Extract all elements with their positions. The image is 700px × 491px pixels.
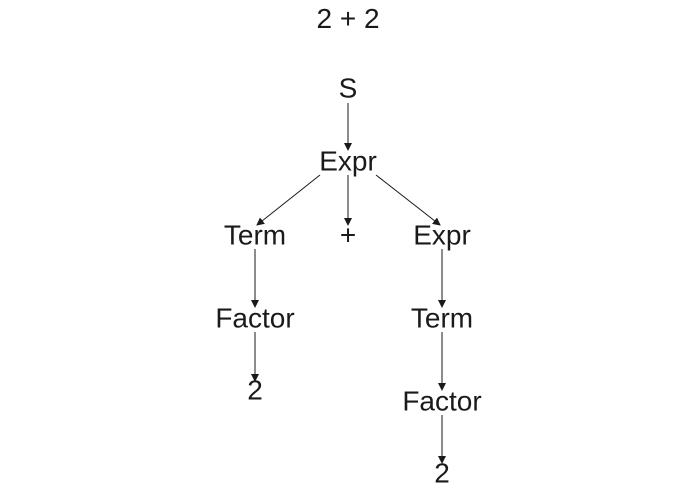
node-leaf-left: 2 bbox=[247, 374, 263, 405]
node-leaf-right: 2 bbox=[434, 457, 450, 488]
expression-title: 2 + 2 bbox=[316, 3, 379, 34]
edge-expr_root-to-term_left bbox=[256, 174, 321, 226]
node-s: S bbox=[339, 72, 358, 103]
node-expr-right: Expr bbox=[413, 219, 471, 250]
edge-expr_root-to-expr_right bbox=[375, 174, 441, 226]
node-factor-left: Factor bbox=[215, 302, 294, 333]
edges-layer bbox=[251, 103, 446, 464]
node-term-left: Term bbox=[224, 219, 286, 250]
node-factor-right: Factor bbox=[402, 385, 481, 416]
node-term-right: Term bbox=[411, 302, 473, 333]
node-expr-root: Expr bbox=[319, 145, 377, 176]
node-plus: + bbox=[340, 219, 356, 250]
